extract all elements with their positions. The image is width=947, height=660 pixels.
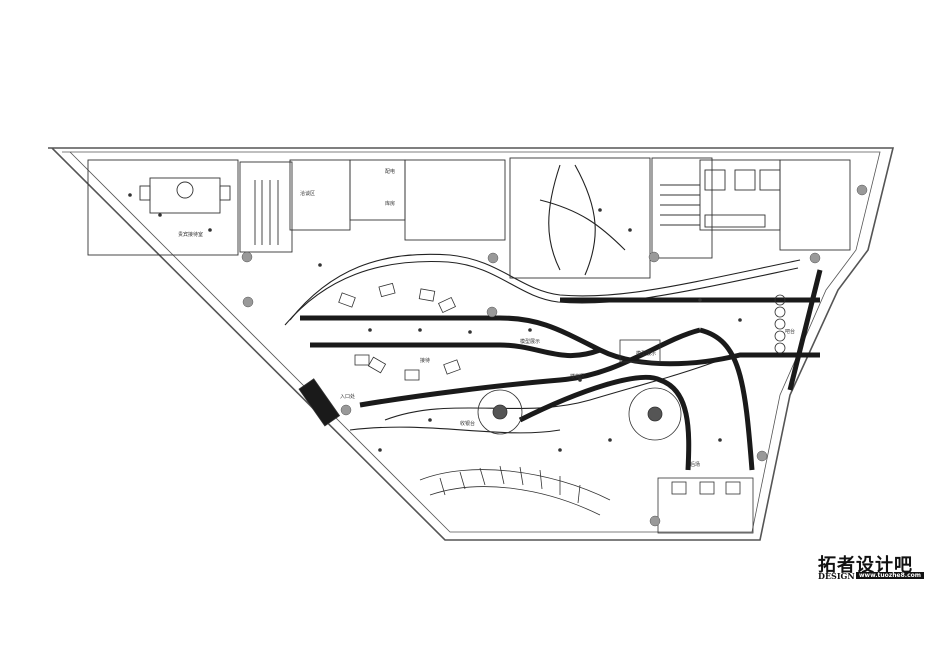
label-display-area-2: 模型展示 [636,350,656,357]
label-vip-room: 贵宾接待室 [178,231,203,238]
label-display-area: 模型展示 [520,338,540,345]
furniture [298,282,786,427]
watermark-url: www.tuozhe8.com [856,572,925,579]
downlights [128,193,742,452]
watermark-title: 拓者设计吧 [818,555,913,576]
feature-circles [477,387,682,441]
label-warehouse: 库房 [385,200,395,207]
ceiling-curves [284,164,801,434]
columns [241,184,868,527]
outer-walls [48,147,895,541]
label-entrance: 入口处 [340,393,355,400]
watermark-design: DESIGN [818,571,855,581]
spiral-stair [419,465,754,534]
left-rooms [87,157,851,279]
label-cashier: 收银台 [460,420,475,427]
label-staircase: 楼梯区 [570,373,585,380]
track-lighting [300,269,823,471]
label-electrical: 配电 [385,168,395,175]
label-logistics: 后场 [690,461,700,468]
label-bar: 吧台 [785,328,795,335]
label-reading: 洽谈区 [300,190,315,197]
label-reception: 接待 [420,357,430,364]
watermark-logo: 拓者设计吧 DESIGN www.tuozhe8.com [796,551,926,583]
room-labels: 贵宾接待室 入口处 吧台 模型展示 模型展示 收银台 后场 接待 楼梯区 配电 … [178,168,795,468]
